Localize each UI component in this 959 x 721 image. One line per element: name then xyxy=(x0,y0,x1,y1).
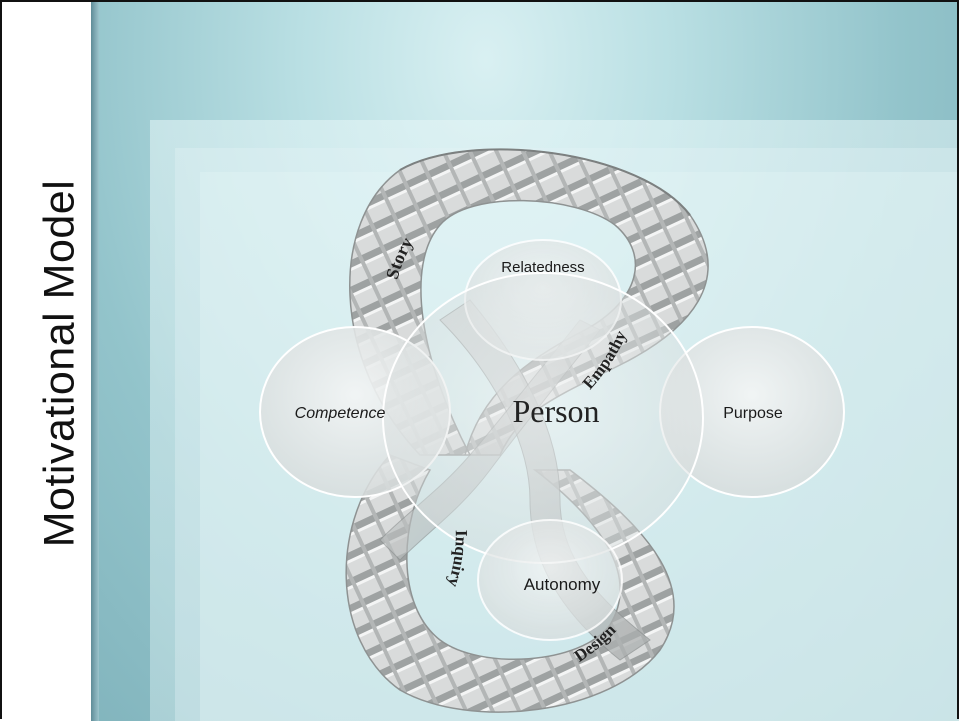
title-panel xyxy=(2,2,93,721)
competence-label: Competence xyxy=(295,405,386,422)
relatedness-label: Relatedness xyxy=(501,259,584,276)
title-panel-edge xyxy=(91,2,99,721)
person-label: Person xyxy=(512,393,599,429)
purpose-label: Purpose xyxy=(723,405,783,422)
autonomy-label: Autonomy xyxy=(524,575,601,594)
autonomy-circle xyxy=(477,519,623,641)
